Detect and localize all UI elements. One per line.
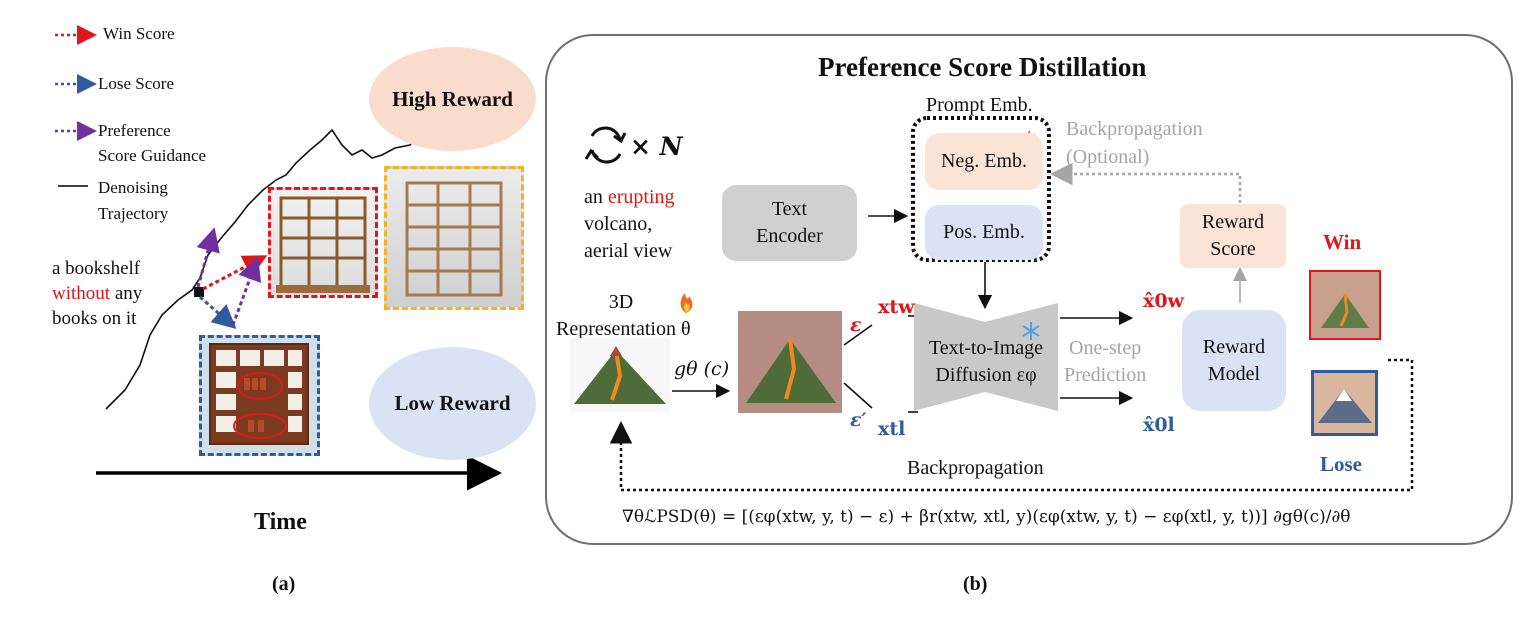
mountain-drawing	[1318, 389, 1372, 423]
prompt-emb-box	[911, 116, 1051, 262]
noise-arrow-w	[843, 324, 873, 346]
xtw-label: xtw	[878, 296, 915, 318]
bookshelf-image-win	[268, 187, 378, 298]
prompt-emb-label: Prompt Emb.	[926, 94, 1033, 116]
low-reward-bubble: Low Reward	[369, 347, 536, 460]
loop-icon	[584, 126, 627, 164]
reward-score-label-2: Score	[1210, 238, 1256, 260]
pref-guidance-arrow-1	[196, 227, 220, 288]
prompt-red-word: without	[52, 283, 111, 304]
volcano-render-drawing	[746, 338, 836, 403]
diffusion-label: Text-to-Image Diffusion εφ	[914, 335, 1058, 389]
diffusion-shape	[914, 303, 1058, 411]
prompt-line-1: a bookshelf	[52, 258, 141, 279]
panel-b-label: (b)	[963, 573, 988, 595]
legend-pref-label-2: Score Guidance	[98, 146, 207, 165]
optional-backprop-label-1: Backpropagation	[1066, 118, 1203, 140]
time-label: Time	[254, 509, 307, 535]
bookshelf-prompt: a bookshelf without any books on it	[52, 256, 142, 331]
representation-label-1: 3D	[608, 291, 634, 313]
volcano-prompt: an erupting volcano, aerial view	[584, 184, 675, 265]
neg-emb-box: Neg. Emb.	[925, 133, 1043, 190]
bookshelf-image-high	[384, 166, 524, 310]
one-step-label-1: One-step	[1069, 337, 1142, 359]
representation-label-2: Representation θ	[556, 318, 691, 340]
volcano-3d-image	[570, 338, 670, 412]
xtl-label: xtl	[878, 418, 906, 440]
bookshelf-image-lose	[199, 335, 320, 456]
bookshelf-drawing	[405, 181, 503, 297]
volcano-render-image	[738, 311, 842, 413]
psd-frame	[545, 34, 1513, 545]
volcano-drawing	[1321, 293, 1369, 328]
legend-win-label: Win Score	[103, 24, 175, 43]
optional-backprop-arrow	[1050, 162, 1242, 203]
high-reward-bubble: High Reward	[369, 47, 536, 151]
volcano-prompt-line-3: aerial view	[584, 240, 673, 262]
loop-count: × N	[630, 132, 683, 161]
one-step-label-2: Prediction	[1064, 364, 1147, 386]
volcano-win-image	[1309, 270, 1381, 340]
denoising-trajectory	[105, 127, 456, 410]
g-theta-label: gθ (c)	[674, 358, 730, 380]
epsilon-prime-label: ε′	[850, 409, 867, 431]
noise-arrow-l	[843, 382, 873, 409]
legend-pref-label-1: Preference	[98, 121, 171, 140]
epsilon-label: ε	[850, 314, 862, 336]
bookshelf-drawing	[276, 196, 370, 293]
diffusion-label-2: Diffusion εφ	[935, 364, 1037, 386]
reward-model-label-2: Model	[1207, 362, 1261, 385]
bookshelf-drawing	[209, 343, 309, 445]
optional-backprop-label-2: (Optional)	[1066, 146, 1150, 168]
trajectory-node	[194, 287, 204, 297]
panel-a-label: (a)	[272, 573, 296, 595]
win-label: Win	[1323, 230, 1362, 254]
backprop-label: Backpropagation	[907, 457, 1044, 479]
text-encoder-label-2: Encoder	[756, 225, 823, 247]
volcano-3d-drawing	[574, 346, 666, 404]
x0w-label: x̂0w	[1143, 290, 1184, 312]
reward-score-label-1: Reward	[1201, 211, 1265, 233]
one-step-label: One-step Prediction	[1064, 335, 1146, 389]
volcano-prompt-pre: an	[584, 186, 608, 208]
psd-formula: ∇θℒPSD(θ) = [(εφ(xtw, y, t) − ε) + βr(xt…	[622, 507, 1351, 527]
legend-lose-label: Lose Score	[98, 74, 175, 93]
volcano-prompt-red: erupting	[607, 186, 675, 208]
lose-score-arrow	[199, 295, 237, 329]
backprop-arrow	[609, 358, 1414, 492]
prompt-line-3: books on it	[52, 308, 137, 329]
representation-label: 3D Representation θ	[556, 289, 691, 343]
snowflake-icon	[1022, 322, 1040, 340]
volcano-lose-image	[1311, 370, 1378, 436]
pos-emb-box: Pos. Emb.	[925, 205, 1043, 260]
text-encoder-label-1: Text	[771, 198, 808, 220]
diffusion-label-1: Text-to-Image	[928, 337, 1044, 359]
fire-icon	[680, 293, 693, 313]
lose-label: Lose	[1320, 452, 1362, 476]
prompt-line-2-rest: any	[110, 283, 143, 304]
x0l-label: x̂0l	[1143, 414, 1175, 436]
volcano-prompt-line-2: volcano,	[584, 213, 653, 235]
reward-model-label-1: Reward	[1202, 335, 1266, 358]
psd-title: Preference Score Distillation	[818, 52, 1147, 82]
legend-denoise-label-2: Trajectory	[98, 204, 169, 223]
legend-denoise-label-1: Denoising	[98, 178, 168, 197]
